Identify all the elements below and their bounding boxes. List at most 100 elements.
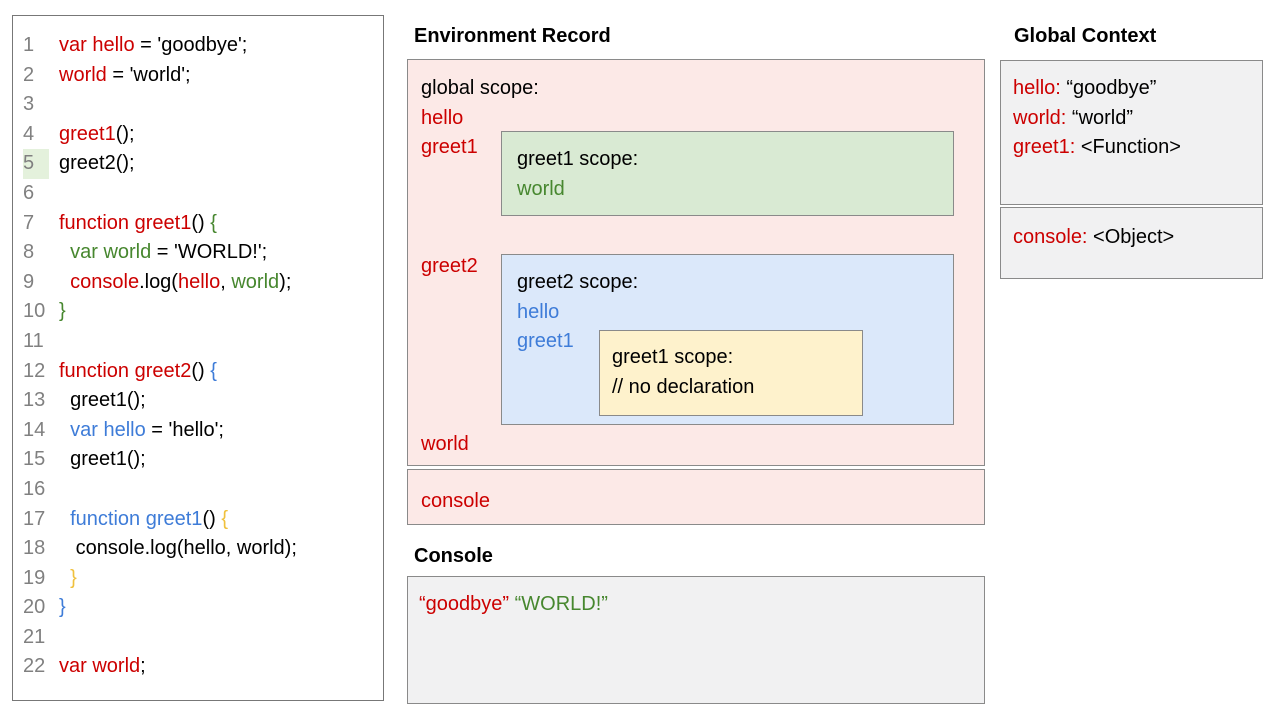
line-number: 2 (23, 63, 35, 86)
code-text: var hello = 'hello'; (59, 418, 224, 441)
code-text: var hello = 'goodbye'; (59, 34, 248, 56)
line-number: 1 (23, 34, 35, 56)
code-line: 10} (13, 297, 383, 327)
code-text: } (59, 596, 66, 619)
binding-greet1-name: greet1: (1013, 136, 1076, 158)
code-line: 8 var world = 'WORLD!'; (13, 238, 383, 268)
code-text: function greet2() { (59, 359, 217, 382)
global-context-title: Global Context (1014, 25, 1157, 47)
code-lines: 1 var hello = 'goodbye'; 2 world = 'world';… (13, 31, 383, 682)
code-text: function greet1() { (59, 211, 217, 234)
binding-world-value: “world” (1066, 106, 1134, 129)
binding-console-name: console: (1013, 226, 1088, 248)
code-line: 12 function greet2() { (13, 357, 383, 387)
code-line: 5 greet2(); (13, 149, 383, 179)
code-text: world = 'world'; (59, 63, 191, 86)
environment-record-title: Environment Record (414, 25, 611, 47)
code-line: 13 greet1(); (13, 386, 383, 416)
inner-greet1-comment: // no declaration (612, 375, 755, 398)
code-line: 16 (13, 475, 383, 505)
inner-greet1-scope-box: greet1 scope: // no declaration (599, 330, 863, 416)
code-line: 2 world = 'world'; (13, 61, 383, 91)
global-scope-label: global scope: (421, 77, 539, 99)
line-number: 10 (23, 300, 46, 323)
binding-hello-name: hello: (1013, 77, 1061, 99)
global-var-greet1: greet1 (421, 136, 478, 158)
global-var-greet2: greet2 (421, 255, 478, 277)
line-number: 8 (23, 241, 35, 264)
line-number: 21 (23, 625, 46, 648)
greet2-var-greet1: greet1 (517, 330, 574, 352)
code-line: 20} (13, 593, 383, 623)
line-number: 15 (23, 448, 46, 471)
code-text: } (59, 300, 66, 323)
line-number: 18 (23, 537, 46, 560)
binding-greet1-value: <Function> (1075, 136, 1181, 158)
line-number-highlighted: 5 (23, 149, 49, 179)
line-number: 4 (23, 122, 35, 145)
line-number: 7 (23, 211, 35, 234)
code-line: 3 (13, 90, 383, 120)
code-text: console.log(hello, world); (59, 537, 297, 560)
code-editor-panel: 1 var hello = 'goodbye'; 2 world = 'world';… (12, 15, 384, 701)
console-entry-world: “WORLD!” (514, 593, 608, 615)
line-number: 22 (23, 655, 46, 678)
code-text: function greet1() { (59, 507, 229, 530)
global-context-console-box: console: <Object> (1000, 207, 1263, 279)
binding-console-value: <Object> (1087, 226, 1175, 248)
code-line: 7 function greet1() { (13, 209, 383, 239)
line-number: 11 (23, 329, 44, 352)
global-console-label: console (421, 490, 490, 512)
code-line: 21 (13, 623, 383, 653)
line-number: 16 (23, 477, 46, 500)
code-text: greet1(); (59, 389, 146, 412)
global-console-strip: console (407, 469, 985, 525)
greet1-scope-label: greet1 scope: (517, 148, 639, 170)
line-number: 13 (23, 389, 46, 412)
code-line: 1 var hello = 'goodbye'; (13, 31, 383, 61)
greet2-var-hello: hello (517, 300, 560, 323)
binding-hello: hello: “goodbye” (1013, 74, 1262, 104)
console-output-box: “goodbye” “WORLD!” (407, 576, 985, 704)
inner-greet1-scope-label: greet1 scope: (612, 346, 734, 368)
binding-greet1: greet1: <Function> (1013, 133, 1262, 163)
line-number: 9 (23, 270, 35, 293)
code-line: 15 greet1(); (13, 445, 383, 475)
line-number: 6 (23, 181, 35, 204)
line-number: 20 (23, 596, 46, 619)
greet1-var-world: world (517, 177, 565, 200)
code-line: 11 (13, 327, 383, 357)
greet2-scope-label: greet2 scope: (517, 271, 639, 293)
line-number: 12 (23, 359, 46, 382)
line-number: 17 (23, 507, 46, 530)
code-line: 4 greet1(); (13, 120, 383, 150)
code-text: greet1(); (59, 448, 146, 471)
greet2-scope-box: greet2 scope: hello greet1 greet1 scope:… (501, 254, 954, 425)
line-number: 14 (23, 418, 46, 441)
greet1-scope-box: greet1 scope: world (501, 131, 954, 216)
global-context-bindings-box: hello: “goodbye” world: “world” greet1: … (1000, 60, 1263, 205)
code-text: } (59, 566, 77, 589)
code-line: 6 (13, 179, 383, 209)
global-scope-box: global scope: hello greet1 greet2 world … (407, 59, 985, 466)
console-entry-goodbye: “goodbye” (419, 593, 510, 615)
code-line: 22 var world; (13, 652, 383, 682)
code-text: console.log(hello, world); (70, 270, 292, 293)
code-line: 17 function greet1() { (13, 505, 383, 535)
line-number: 19 (23, 566, 46, 589)
code-line: 18 console.log(hello, world); (13, 534, 383, 564)
code-text: greet2(); (59, 152, 135, 175)
code-line: 19 } (13, 564, 383, 594)
console-title: Console (414, 545, 493, 567)
code-line: 9 console.log(hello, world); (13, 268, 383, 298)
global-var-world: world (421, 433, 469, 455)
code-text: var world = 'WORLD!'; (59, 241, 268, 264)
binding-hello-value: “goodbye” (1060, 77, 1157, 99)
code-text: var world; (59, 655, 146, 678)
binding-world: world: “world” (1013, 104, 1262, 134)
code-text: greet1(); (59, 122, 135, 145)
binding-console: console: <Object> (1013, 223, 1262, 253)
line-number: 3 (23, 93, 35, 116)
code-line: 14 var hello = 'hello'; (13, 416, 383, 446)
